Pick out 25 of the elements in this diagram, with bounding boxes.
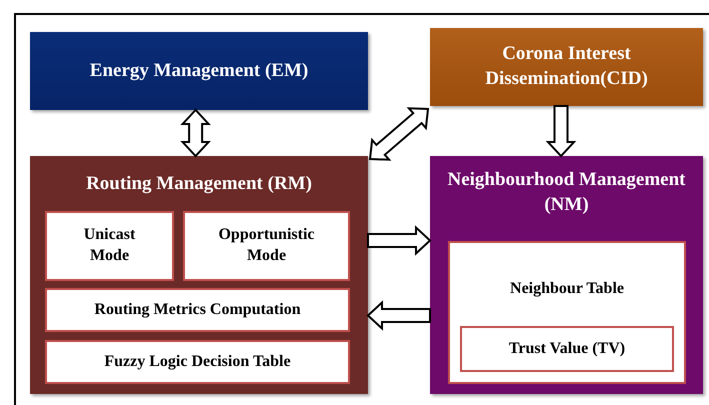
box-label: Fuzzy Logic Decision Table (104, 352, 291, 372)
box-label: Unicast Mode (82, 225, 136, 266)
block-arrow (368, 107, 430, 161)
block-arrow (546, 105, 576, 158)
submodule-box (45, 340, 350, 384)
submodule-box (45, 288, 350, 332)
box-label: Corona Interest Dissemination(CID) (484, 42, 649, 91)
module-box (30, 32, 368, 110)
table-box (448, 241, 686, 384)
box-label: Neighbourhood Management (NM) (446, 168, 686, 217)
module-box (30, 156, 368, 394)
submodule-box (183, 211, 350, 281)
box-label: Neighbour Table (510, 279, 624, 299)
module-box (430, 28, 703, 106)
box-label: Routing Metrics Computation (94, 300, 301, 320)
submodule-box (460, 326, 674, 372)
block-arrow (366, 300, 431, 331)
box-label: Trust Value (TV) (508, 338, 626, 359)
block-arrow (180, 108, 211, 158)
box-label: Routing Management (RM) (86, 172, 312, 196)
block-arrow (367, 225, 432, 256)
module-box (430, 156, 703, 394)
box-label: Opportunistic Mode (217, 225, 316, 266)
submodule-box (45, 211, 174, 281)
box-label: Energy Management (EM) (90, 58, 308, 83)
